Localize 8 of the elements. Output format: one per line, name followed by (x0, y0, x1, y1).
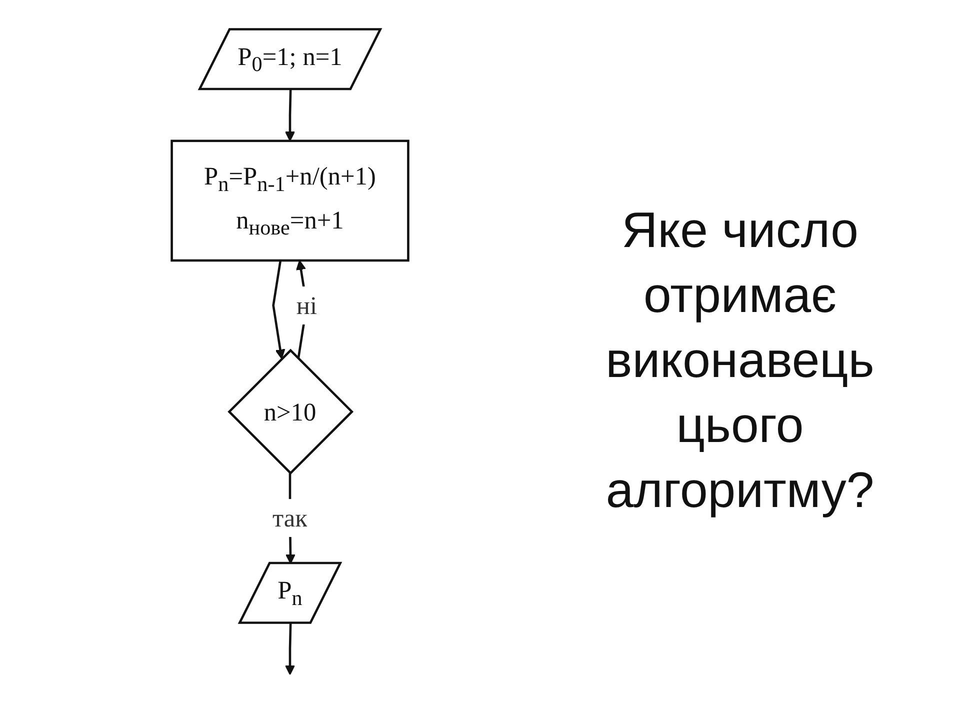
edge-label: так (272, 504, 308, 532)
arrow (284, 90, 296, 142)
node-diamond: n>10 (228, 348, 354, 475)
arrow (272, 260, 286, 360)
node-box: P$_{n}$=P$_{n-1}$+n/(n+1) n$_{нове}$=n+1 (170, 140, 410, 262)
edge-label: ні (296, 291, 317, 320)
arrow (284, 623, 296, 676)
question-text: Яке число отримає виконавець цього алгоритму? (604, 200, 876, 520)
